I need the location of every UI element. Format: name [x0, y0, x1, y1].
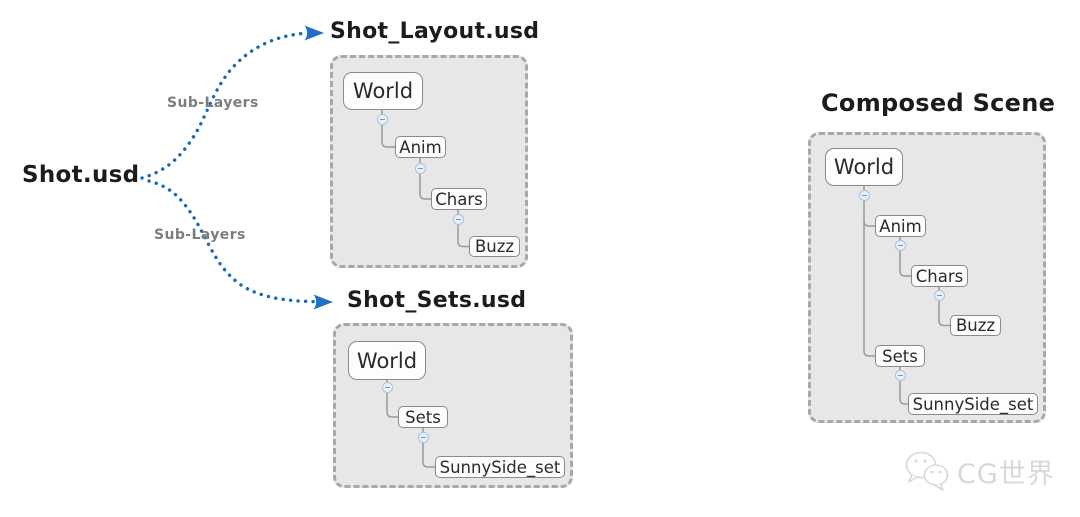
layout-file-title: Shot_Layout.usd	[330, 19, 540, 44]
node-anim: Anim	[395, 136, 446, 158]
node-world: World	[348, 341, 426, 380]
node-world: World	[825, 148, 903, 186]
node-chars: Chars	[911, 265, 968, 287]
panel-shot-layout: World Anim Chars Buzz	[330, 55, 528, 268]
wechat-logo-icon	[905, 451, 949, 491]
node-sunnyside-set: SunnySide_set	[435, 456, 565, 478]
node-chars: Chars	[431, 188, 487, 210]
layout-tree-connectors	[381, 110, 469, 248]
sublayer-arrowhead-top	[304, 25, 324, 41]
node-anim: Anim	[875, 215, 926, 237]
watermark-text: CG世界	[957, 459, 1055, 490]
collapse-icon	[894, 369, 906, 381]
sublayer-arrowhead-bottom	[313, 294, 333, 310]
sublayer-label-bottom: Sub-Layers	[154, 227, 246, 243]
sets-tree-connectors	[386, 380, 435, 468]
collapse-icon	[933, 289, 945, 301]
collapse-icon	[414, 162, 426, 174]
collapse-icon	[381, 381, 393, 393]
collapse-icon	[894, 239, 906, 251]
sublayer-label-top: Sub-Layers	[167, 95, 259, 111]
node-buzz: Buzz	[469, 236, 520, 257]
watermark: CG世界	[902, 446, 1055, 492]
node-buzz: Buzz	[950, 315, 1001, 336]
composed-scene-title: Composed Scene	[821, 89, 1056, 117]
node-sunnyside-set: SunnySide_set	[908, 393, 1038, 415]
composed-tree-connectors	[863, 186, 950, 405]
collapse-icon	[452, 213, 464, 225]
sets-file-title: Shot_Sets.usd	[347, 288, 527, 313]
collapse-icon	[376, 113, 388, 125]
node-world: World	[343, 72, 423, 110]
collapse-icon	[417, 431, 429, 443]
node-sets: Sets	[398, 406, 448, 428]
node-sets: Sets	[875, 345, 925, 367]
root-file-label: Shot.usd	[22, 162, 140, 188]
collapse-icon	[858, 189, 870, 201]
panel-composed-scene: World Anim Chars Buzz Sets SunnySide_set	[808, 132, 1046, 423]
panel-shot-sets: World Sets SunnySide_set	[333, 323, 573, 488]
